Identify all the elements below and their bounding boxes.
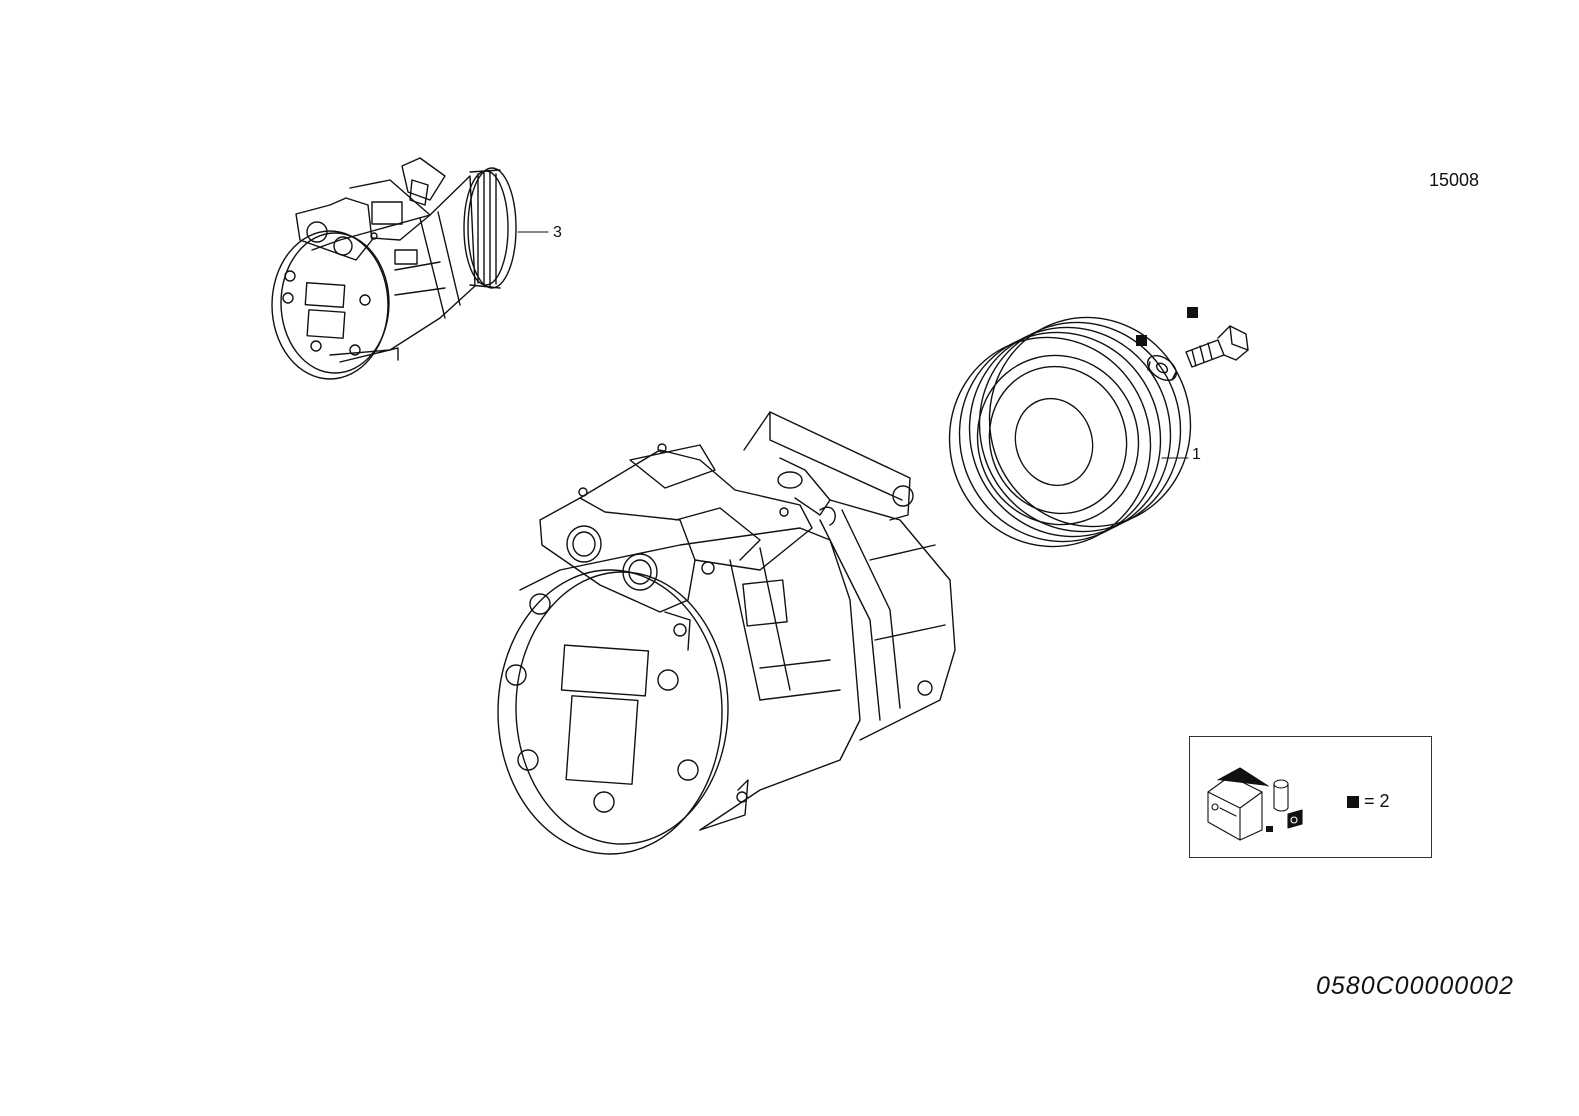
drawing-code-label: 0580C00000002	[1316, 972, 1514, 1000]
small-compressor-assembly	[271, 157, 549, 380]
large-compressor-assembly	[497, 411, 956, 855]
torque-marker-bolt	[1187, 307, 1198, 318]
legend-box	[1189, 736, 1432, 858]
group-number-label: 15008	[1429, 170, 1480, 190]
legend-quantity: = 2	[1347, 791, 1390, 812]
pulley-assembly	[948, 316, 1192, 548]
bolt-part	[1185, 325, 1249, 368]
torque-marker-washer	[1136, 335, 1147, 346]
legend-quantity-text: = 2	[1364, 791, 1390, 811]
callout-number-3: 3	[553, 224, 562, 241]
kit-box-illustration	[1207, 767, 1303, 841]
washer-part	[1146, 354, 1178, 382]
callout-number-1: 1	[1192, 446, 1201, 463]
legend-square-marker	[1347, 796, 1359, 808]
